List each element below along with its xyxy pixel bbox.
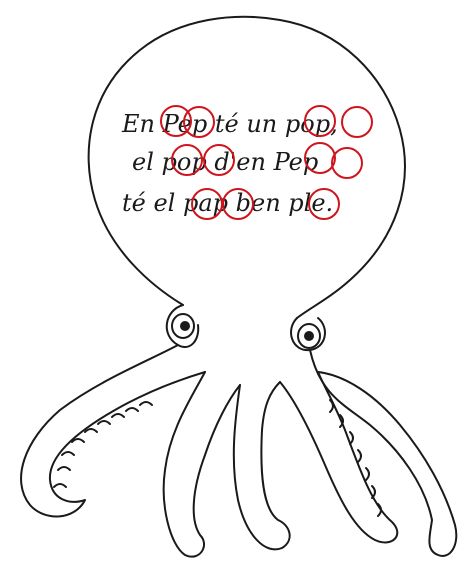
poem-line-2: el pop d'en Pep: [132, 148, 318, 176]
tentacle-far-left: [20, 344, 206, 518]
letter-p-circle-mark: [341, 106, 373, 138]
sucker-marks: [53, 399, 382, 517]
letter-p-circle-mark: [183, 106, 215, 138]
letter-p-circle-mark: [304, 105, 336, 137]
letter-p-circle-marks: [160, 105, 373, 220]
letter-p-circle-mark: [203, 144, 235, 176]
tentacle-middle: [232, 381, 291, 551]
tentacle-right-inner: [279, 371, 399, 544]
letter-p-circle-mark: [304, 142, 336, 174]
letter-p-circle-mark: [160, 105, 192, 137]
letter-p-circle-mark: [331, 147, 363, 179]
letter-p-circle-mark: [308, 188, 340, 220]
left-eye-icon: [171, 313, 195, 339]
tentacle-far-right: [309, 349, 458, 557]
letter-p-circle-mark: [222, 188, 254, 220]
octopus-head-outline: [87, 15, 406, 319]
right-eye-icon: [297, 323, 321, 349]
tentacle-left-inner: [162, 371, 241, 558]
poem-line-1: En Pep té un pop,: [121, 110, 338, 138]
letter-p-circle-mark: [171, 144, 203, 176]
octopus-outline-icon: [20, 15, 458, 558]
